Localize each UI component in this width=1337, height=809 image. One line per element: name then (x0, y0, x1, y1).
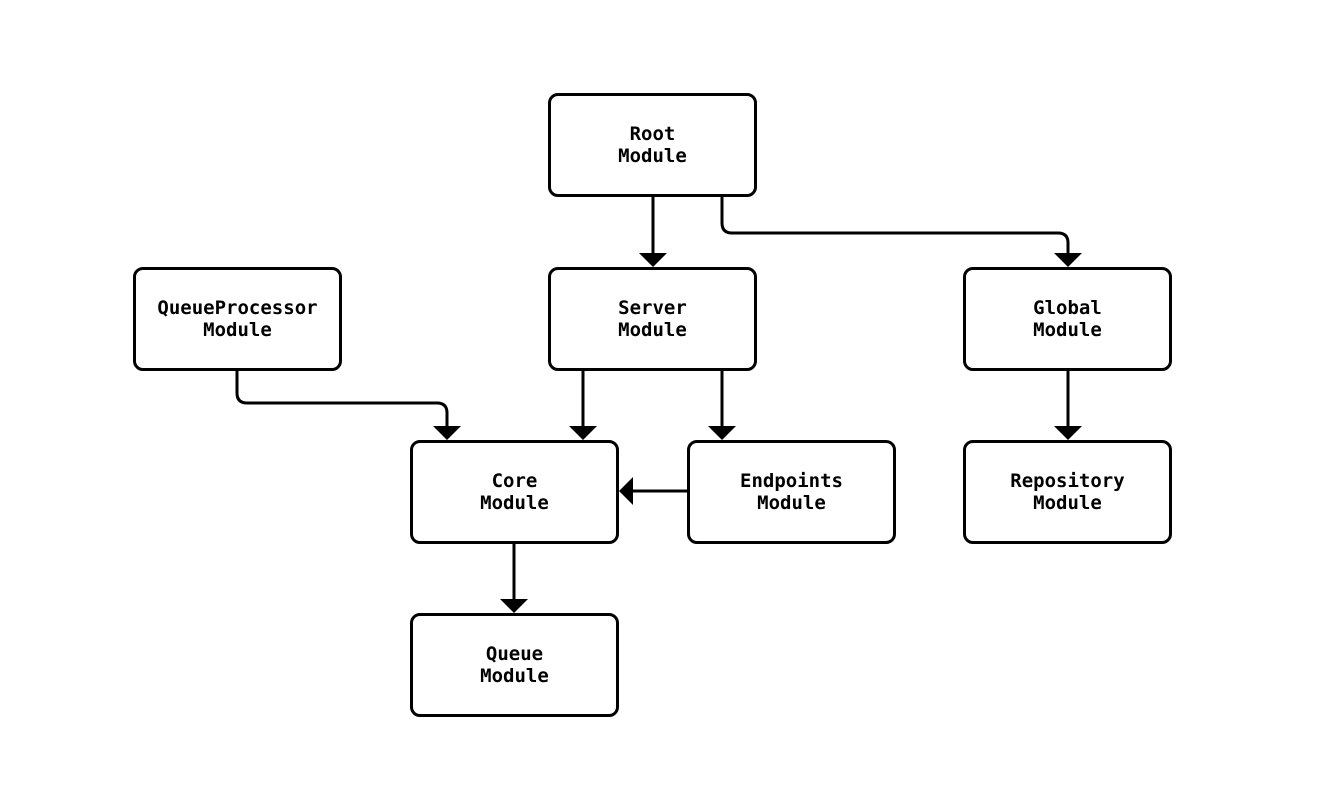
edge-root-to-global (720, 197, 1082, 267)
node-queueprocessor-module: QueueProcessor Module (133, 267, 342, 371)
node-server-module: Server Module (548, 267, 757, 371)
node-label: Root Module (618, 123, 687, 167)
node-label: Server Module (618, 297, 687, 341)
node-label: Core Module (480, 470, 549, 514)
node-label: Queue Module (480, 643, 549, 687)
node-label: Repository Module (1010, 470, 1125, 514)
edge-queueprocessor-to-core (235, 371, 461, 440)
node-endpoints-module: Endpoints Module (687, 440, 896, 544)
edges-group (235, 197, 1082, 613)
node-global-module: Global Module (963, 267, 1172, 371)
node-core-module: Core Module (410, 440, 619, 544)
node-label: QueueProcessor Module (157, 297, 318, 341)
node-label: Global Module (1033, 297, 1102, 341)
node-label: Endpoints Module (740, 470, 843, 514)
node-root-module: Root Module (548, 93, 757, 197)
node-queue-module: Queue Module (410, 613, 619, 717)
node-repository-module: Repository Module (963, 440, 1172, 544)
